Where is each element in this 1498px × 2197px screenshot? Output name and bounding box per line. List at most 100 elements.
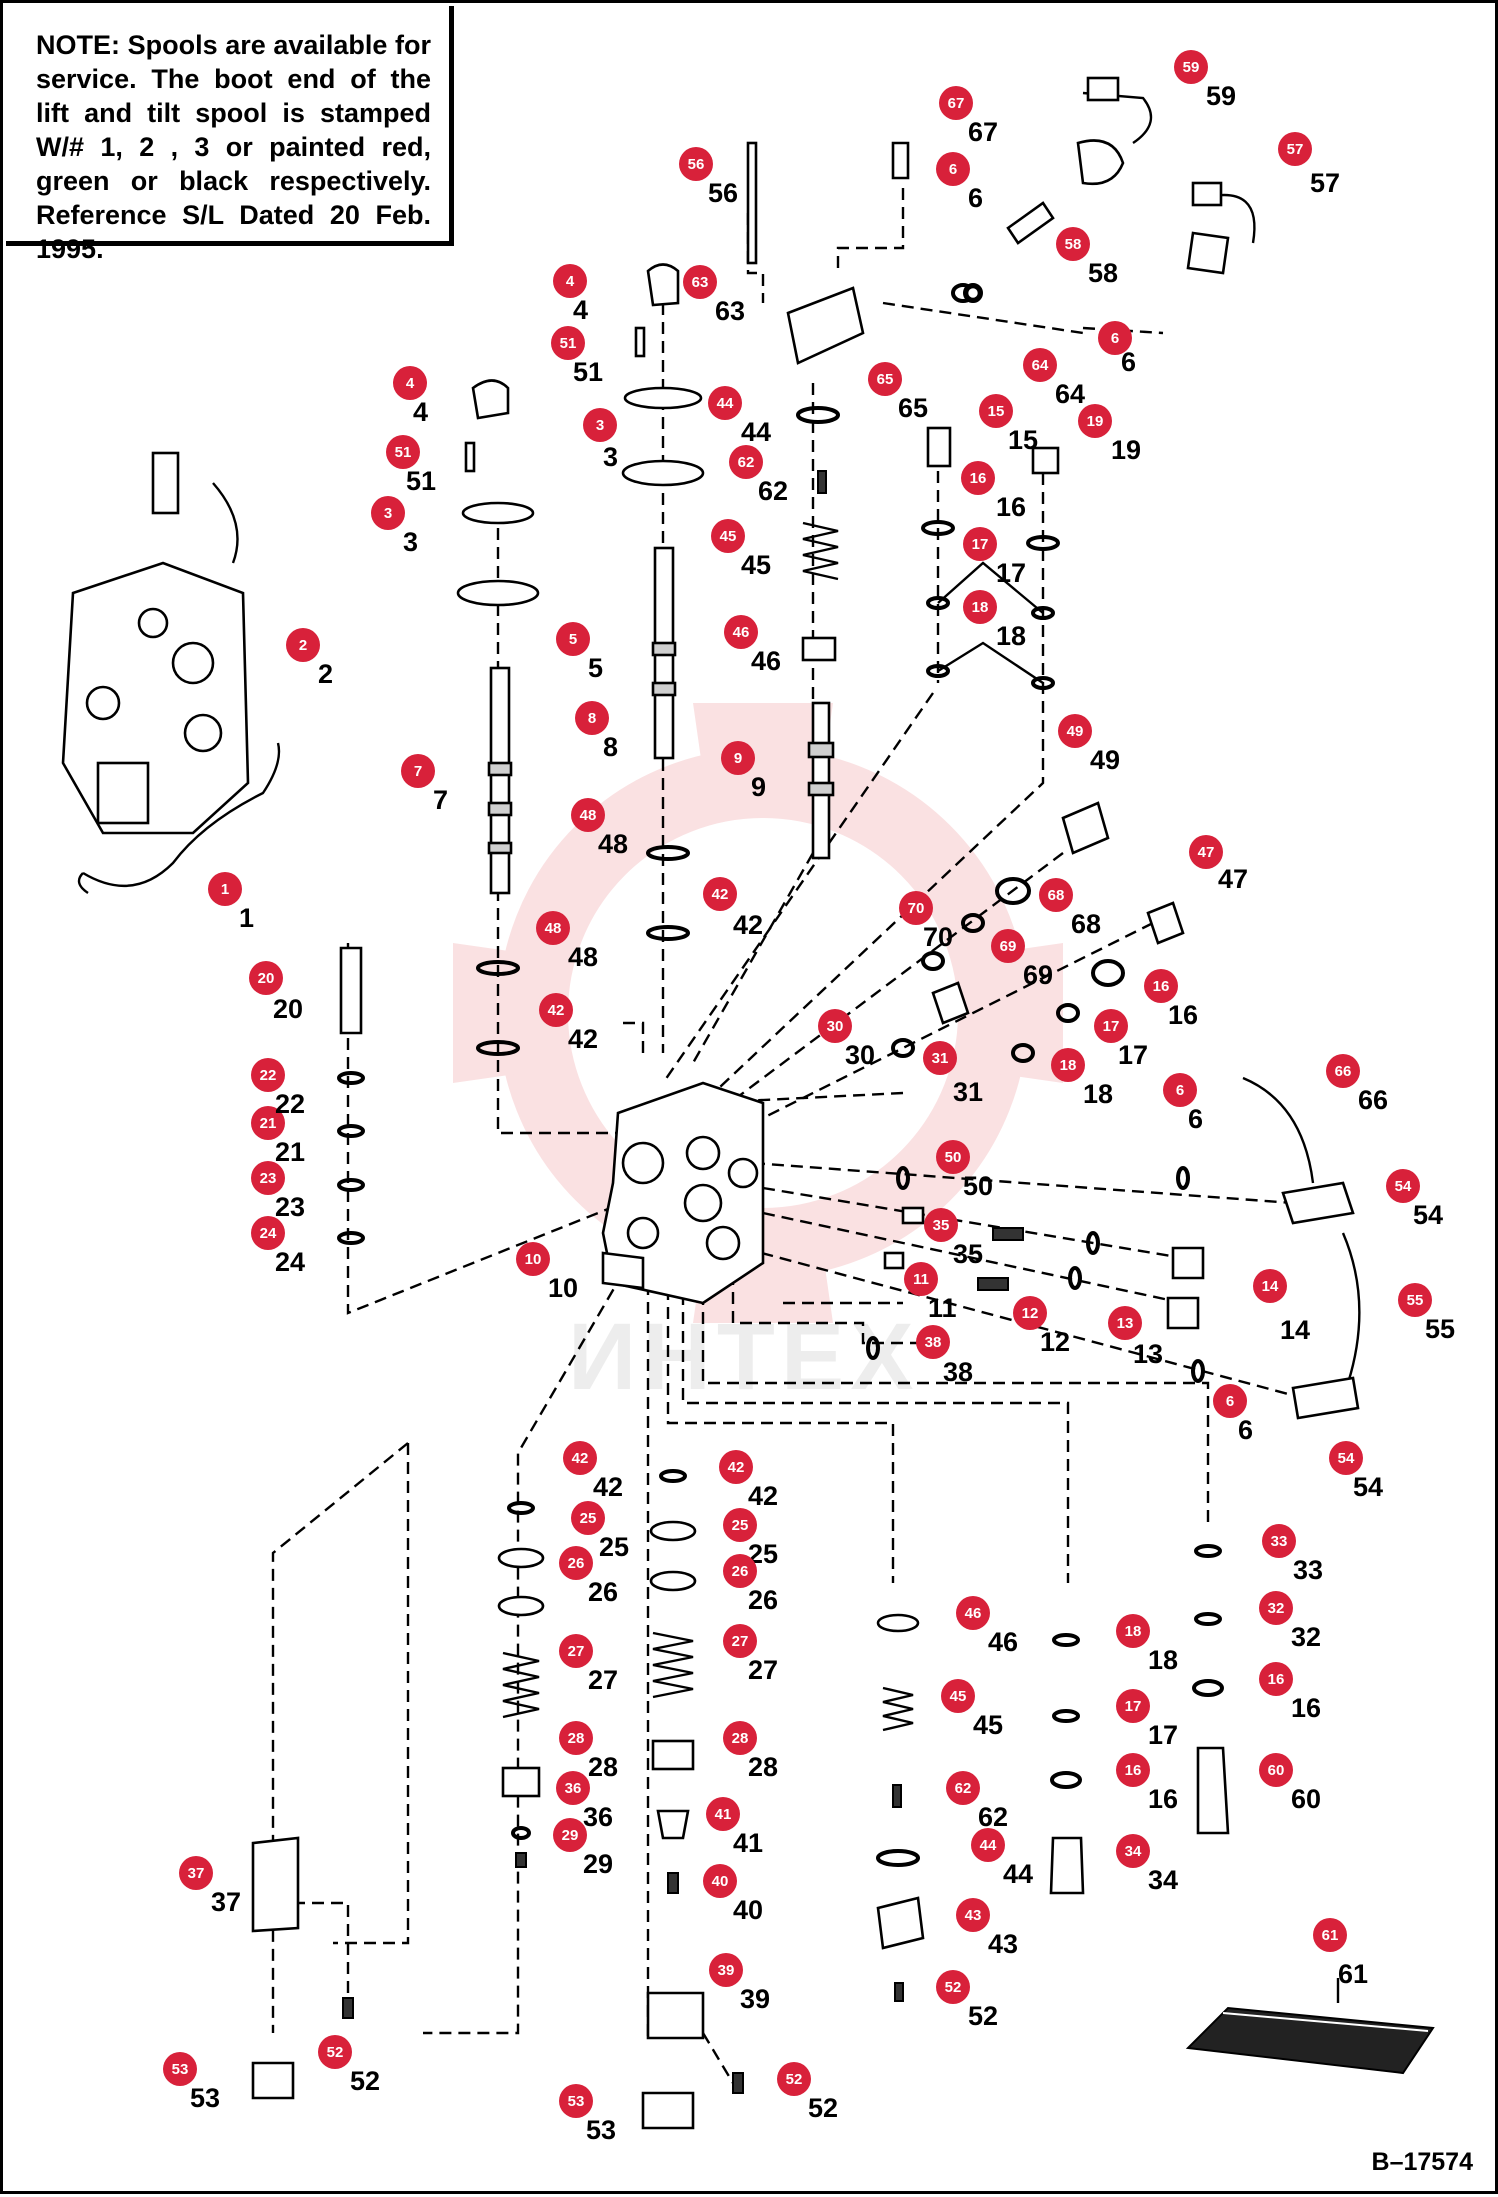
part-number-label: 52	[968, 2001, 998, 2031]
callout-badge	[936, 1970, 970, 2004]
part-number-label: 52	[350, 2066, 380, 2096]
part-number-label: 17	[996, 558, 1026, 588]
callout-badge	[251, 1106, 285, 1140]
callout-badge	[1098, 321, 1132, 355]
callout-badge	[899, 891, 933, 925]
callout-1: 11	[208, 872, 254, 933]
callout-badge-number: 42	[572, 1450, 589, 1467]
callout-badge-number: 6	[949, 161, 957, 178]
part-number-label: 28	[748, 1752, 778, 1782]
callout-badge-number: 11	[913, 1271, 929, 1288]
callout-badge-number: 18	[1060, 1057, 1077, 1074]
callout-badge	[1326, 1054, 1360, 1088]
part-number-label: 65	[898, 393, 928, 423]
callouts: 1122333344445566666666778899101011111212…	[163, 50, 1455, 2145]
lower-parts	[251, 1469, 1230, 2130]
callout-4: 44	[393, 366, 428, 427]
callout-3: 33	[371, 496, 418, 557]
part-number-label: 6	[968, 183, 983, 213]
part-number-label: 31	[953, 1077, 983, 1107]
part-number-label: 70	[923, 922, 953, 952]
callout-6: 66	[936, 152, 983, 213]
note-text: Spools are available for service. The bo…	[36, 30, 431, 264]
part-number-label: 21	[275, 1137, 305, 1167]
callout-badge-number: 27	[568, 1643, 585, 1660]
callout-badge	[251, 1058, 285, 1092]
callout-badge	[961, 461, 995, 495]
callout-badge	[571, 798, 605, 832]
callout-badge-number: 50	[945, 1149, 962, 1166]
callout-badge-number: 28	[568, 1730, 585, 1747]
callout-badge-number: 32	[1268, 1600, 1285, 1617]
part-number-label: 52	[808, 2093, 838, 2123]
part-number-label: 42	[733, 910, 763, 940]
callout-badge	[941, 1679, 975, 1713]
callout-badge-number: 13	[1117, 1315, 1134, 1332]
part-number-label: 62	[758, 476, 788, 506]
part-number-label: 45	[741, 550, 771, 580]
callout-badge	[1213, 1384, 1247, 1418]
part-number-label: 60	[1291, 1784, 1321, 1814]
callout-badge-number: 42	[712, 886, 729, 903]
callout-badge	[1116, 1689, 1150, 1723]
callout-badge	[723, 1554, 757, 1588]
callout-badge	[1259, 1753, 1293, 1787]
part-number-label: 62	[978, 1802, 1008, 1832]
part-number-label: 58	[1088, 258, 1118, 288]
callout-badge-number: 38	[925, 1334, 942, 1351]
callout-badge	[1051, 1048, 1085, 1082]
callout-badge	[559, 1546, 593, 1580]
callout-badge	[539, 993, 573, 1027]
callout-badge-number: 44	[980, 1837, 997, 1854]
callout-badge	[559, 1634, 593, 1668]
callout-badge-number: 22	[260, 1067, 277, 1084]
part-number-label: 68	[1071, 909, 1101, 939]
part-number-label: 53	[586, 2115, 616, 2145]
callout-badge	[946, 1771, 980, 1805]
callout-badge	[1094, 1009, 1128, 1043]
right-fittings	[866, 1076, 1361, 1420]
callout-badge	[777, 2062, 811, 2096]
callout-badge-number: 26	[732, 1563, 749, 1580]
part-number-label: 16	[1168, 1000, 1198, 1030]
callout-badge-number: 57	[1287, 141, 1304, 158]
part-number-label: 25	[599, 1532, 629, 1562]
callout-badge	[723, 1508, 757, 1542]
callout-badge-number: 28	[732, 1730, 749, 1747]
callout-badge	[251, 1161, 285, 1195]
part-number-label: 46	[751, 646, 781, 676]
part-number-label: 10	[548, 1273, 578, 1303]
callout-badge	[956, 1898, 990, 1932]
callout-badge	[868, 362, 902, 396]
callout-badge-number: 16	[1268, 1671, 1285, 1688]
part-number-label: 40	[733, 1895, 763, 1925]
part-number-label: 16	[1148, 1784, 1178, 1814]
callout-badge	[963, 590, 997, 624]
